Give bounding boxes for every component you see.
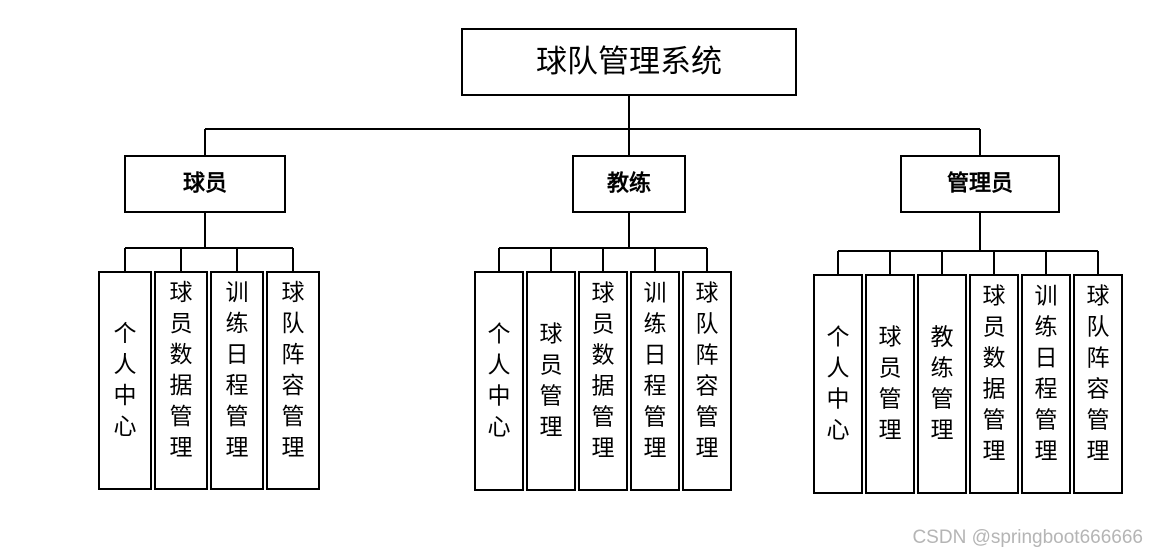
player-leaf-node-border bbox=[266, 271, 320, 490]
coach-leaf-node-border bbox=[526, 271, 576, 491]
player-node: 球员 bbox=[124, 155, 286, 213]
root-node-label: 球队管理系统 bbox=[536, 44, 722, 80]
player-leaf-node-border bbox=[210, 271, 264, 490]
admin-leaf-node-border bbox=[1073, 274, 1123, 494]
admin-leaf-node: 个人中心 bbox=[813, 274, 863, 494]
admin-leaf-node-border bbox=[917, 274, 967, 494]
admin-leaf-node: 球队阵容管理 bbox=[1073, 274, 1123, 494]
coach-leaf-node-label: 球员管理 bbox=[540, 322, 563, 441]
coach-node: 教练 bbox=[572, 155, 686, 213]
admin-leaf-node: 训练日程管理 bbox=[1021, 274, 1071, 494]
admin-leaf-node-border bbox=[813, 274, 863, 494]
coach-leaf-node-border bbox=[474, 271, 524, 491]
player-leaf-node-label: 个人中心 bbox=[114, 321, 137, 440]
admin-leaf-node-label: 球队阵容管理 bbox=[1087, 284, 1110, 465]
admin-leaf-node-label: 球员数据管理 bbox=[983, 284, 1006, 465]
admin-leaf-node-border bbox=[969, 274, 1019, 494]
player-leaf-node-label: 球员数据管理 bbox=[170, 280, 193, 461]
coach-leaf-node-label: 球队阵容管理 bbox=[696, 281, 719, 462]
player-leaf-node-border bbox=[154, 271, 208, 490]
player-leaf-node-label: 训练日程管理 bbox=[226, 280, 249, 461]
coach-leaf-node-label: 训练日程管理 bbox=[644, 281, 667, 462]
admin-leaf-node-border bbox=[1021, 274, 1071, 494]
admin-leaf-node: 球员管理 bbox=[865, 274, 915, 494]
admin-leaf-node: 教练管理 bbox=[917, 274, 967, 494]
coach-leaf-node: 球员数据管理 bbox=[578, 271, 628, 491]
player-leaf-node-label: 球队阵容管理 bbox=[282, 280, 305, 461]
player-leaf-node: 球队阵容管理 bbox=[266, 271, 320, 490]
player-leaf-node: 个人中心 bbox=[98, 271, 152, 490]
coach-leaf-node: 个人中心 bbox=[474, 271, 524, 491]
player-node-label: 球员 bbox=[183, 172, 227, 197]
coach-node-border bbox=[572, 155, 686, 213]
player-node-border bbox=[124, 155, 286, 213]
coach-node-label: 教练 bbox=[607, 171, 651, 197]
admin-leaf-node-label: 教练管理 bbox=[931, 325, 954, 444]
watermark: CSDN @springboot666666 bbox=[912, 527, 1143, 548]
admin-leaf-node-border bbox=[865, 274, 915, 494]
coach-leaf-node-border bbox=[630, 271, 680, 491]
coach-leaf-node: 球员管理 bbox=[526, 271, 576, 491]
admin-leaf-node-label: 训练日程管理 bbox=[1035, 284, 1058, 465]
player-leaf-node: 球员数据管理 bbox=[154, 271, 208, 490]
admin-node-label: 管理员 bbox=[947, 171, 1013, 197]
coach-leaf-node-label: 个人中心 bbox=[488, 322, 511, 441]
root-node: 球队管理系统 bbox=[461, 28, 797, 96]
coach-leaf-node-label: 球员数据管理 bbox=[592, 281, 615, 462]
coach-leaf-node: 训练日程管理 bbox=[630, 271, 680, 491]
player-leaf-node-border bbox=[98, 271, 152, 490]
coach-leaf-node: 球队阵容管理 bbox=[682, 271, 732, 491]
admin-leaf-node: 球员数据管理 bbox=[969, 274, 1019, 494]
admin-leaf-node-label: 个人中心 bbox=[827, 325, 850, 444]
coach-leaf-node-border bbox=[578, 271, 628, 491]
player-leaf-node: 训练日程管理 bbox=[210, 271, 264, 490]
coach-leaf-node-border bbox=[682, 271, 732, 491]
connectors bbox=[124, 95, 1099, 275]
admin-node-border bbox=[900, 155, 1060, 213]
admin-node: 管理员 bbox=[900, 155, 1060, 213]
root-node-border bbox=[461, 28, 797, 96]
admin-leaf-node-label: 球员管理 bbox=[879, 325, 902, 444]
